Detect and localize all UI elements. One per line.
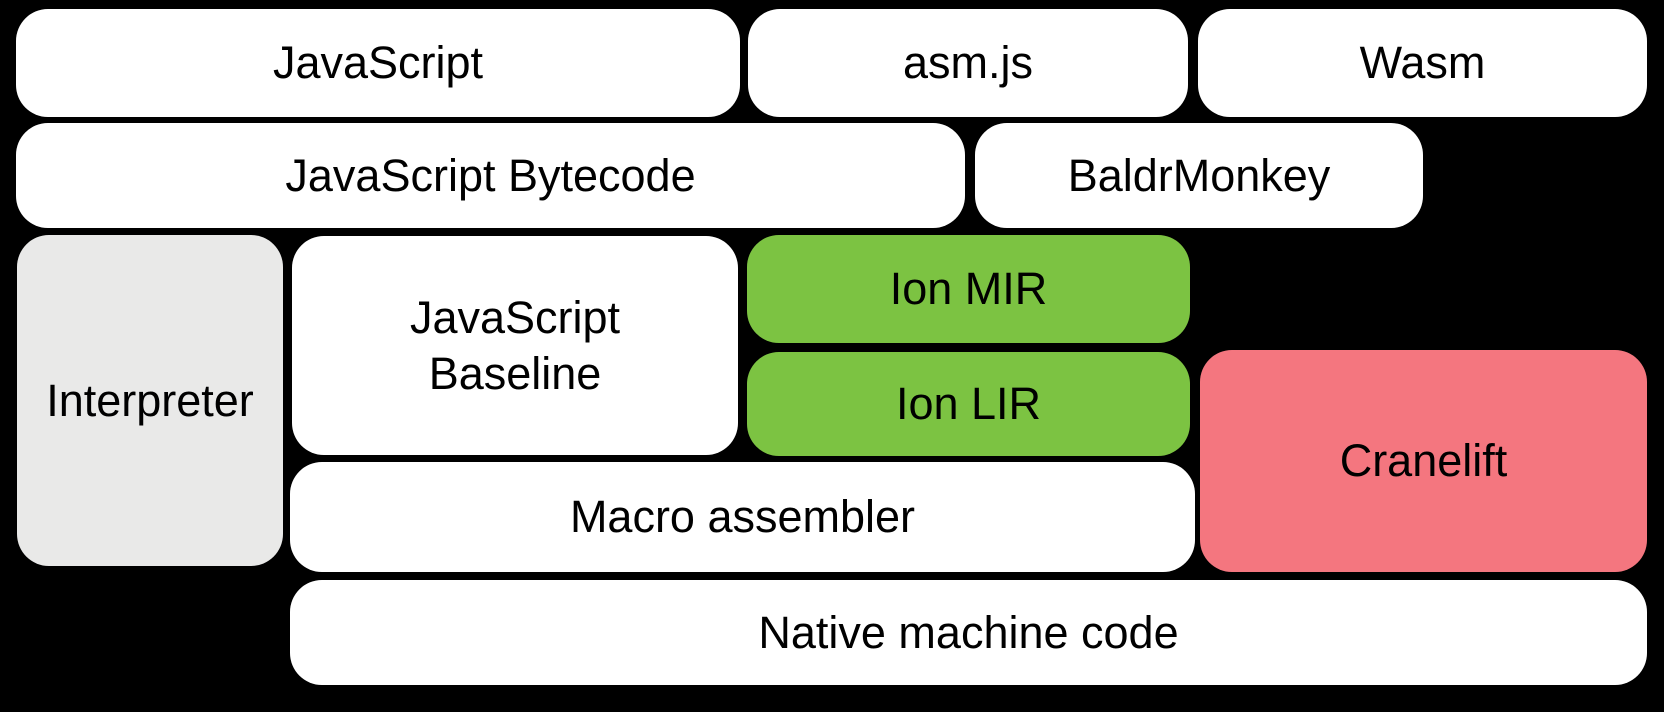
interpreter-label: Interpreter bbox=[46, 374, 254, 426]
javascript-box: JavaScript bbox=[16, 9, 740, 117]
baldrmonkey-label: BaldrMonkey bbox=[1067, 149, 1331, 201]
ion-mir-box: Ion MIR bbox=[747, 235, 1190, 343]
wasm-label: Wasm bbox=[1359, 37, 1486, 88]
macro-assembler-label: Macro assembler bbox=[569, 491, 916, 542]
cranelift-label: Cranelift bbox=[1339, 435, 1508, 486]
javascript-label: JavaScript bbox=[272, 37, 484, 88]
javascript-bytecode-box: JavaScript Bytecode bbox=[16, 123, 965, 228]
javascript-baseline-label: JavaScript Baseline bbox=[409, 291, 621, 399]
javascript-bytecode-label: JavaScript Bytecode bbox=[285, 149, 696, 201]
macro-assembler-box: Macro assembler bbox=[290, 462, 1195, 572]
native-machine-code-box: Native machine code bbox=[290, 580, 1647, 685]
interpreter-box: Interpreter bbox=[17, 235, 283, 566]
baldrmonkey-box: BaldrMonkey bbox=[975, 123, 1423, 228]
wasm-box: Wasm bbox=[1198, 9, 1647, 117]
cranelift-box: Cranelift bbox=[1200, 350, 1647, 572]
ion-mir-label: Ion MIR bbox=[889, 263, 1048, 314]
asmjs-label: asm.js bbox=[902, 37, 1033, 88]
ion-lir-box: Ion LIR bbox=[747, 352, 1190, 456]
asmjs-box: asm.js bbox=[748, 9, 1188, 117]
javascript-baseline-box: JavaScript Baseline bbox=[292, 236, 738, 455]
ion-lir-label: Ion LIR bbox=[895, 378, 1042, 429]
native-machine-code-label: Native machine code bbox=[758, 606, 1179, 658]
